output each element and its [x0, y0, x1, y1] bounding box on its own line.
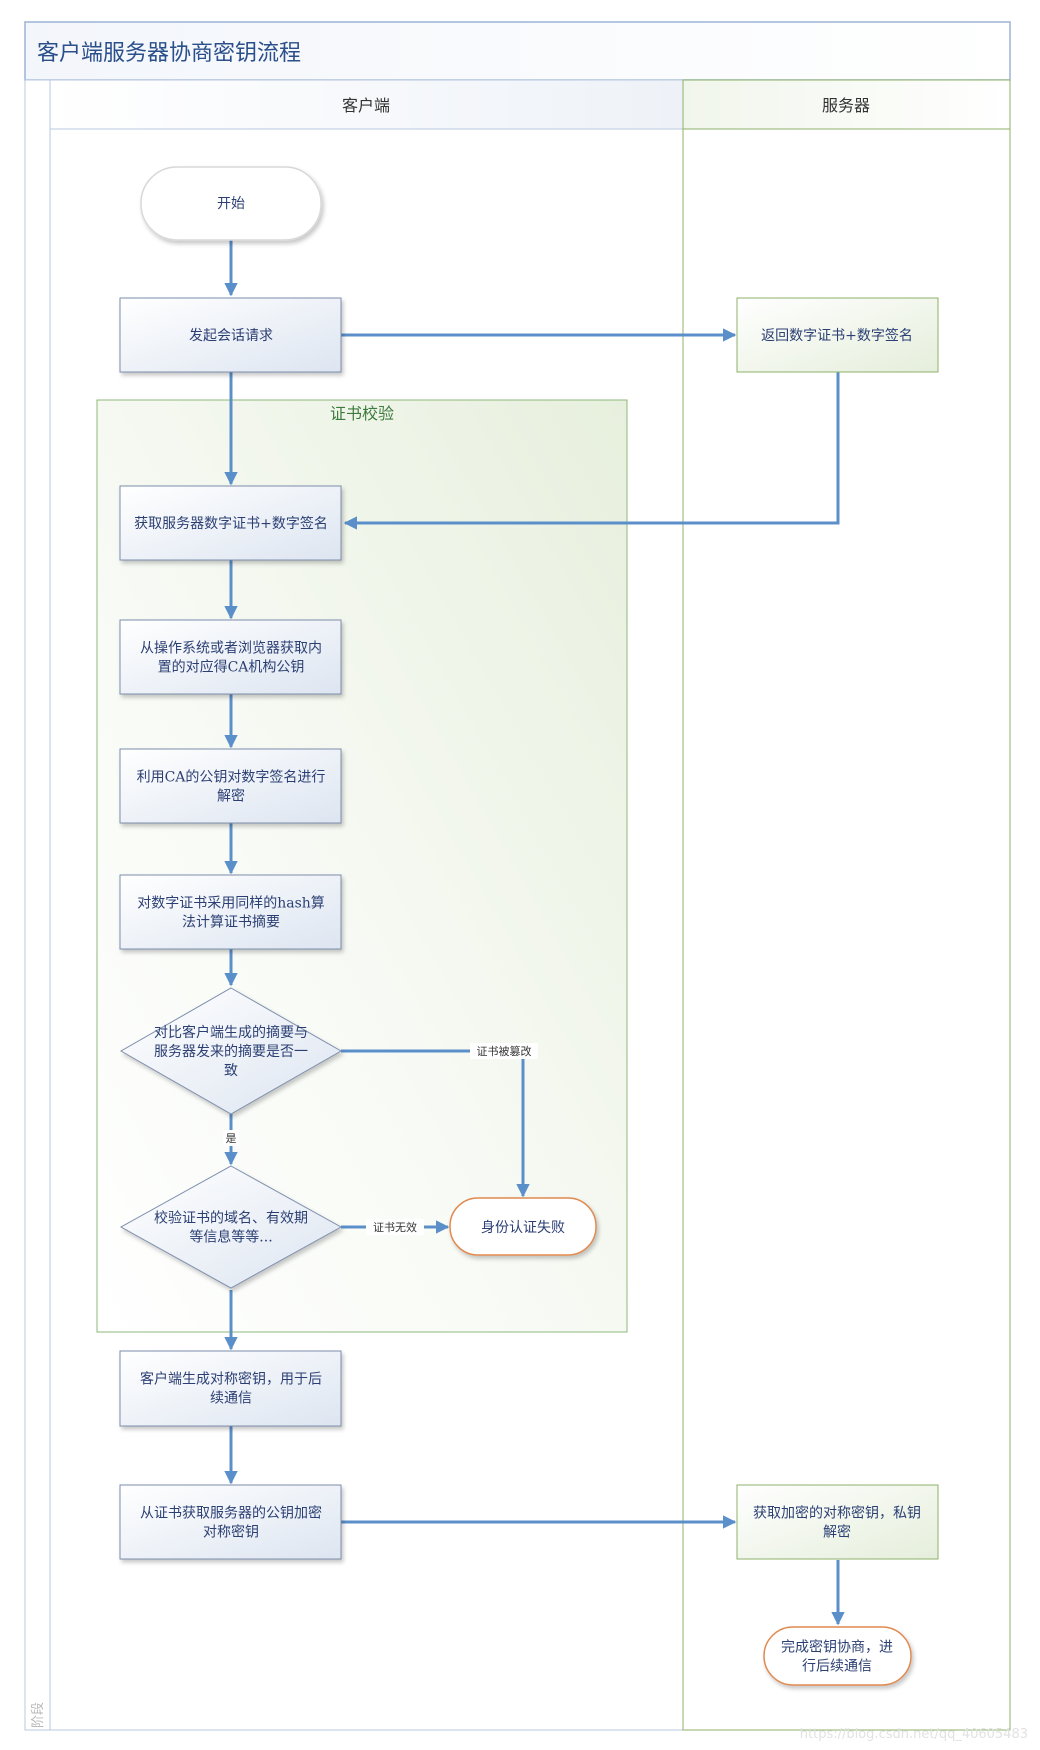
decision-compare-digest-text: 对比客户端生成的摘要与服务器发来的摘要是否一致	[154, 1024, 308, 1079]
node-text-line: 行后续通信	[802, 1658, 872, 1675]
node-text-line: 置的对应得CA机构公钥	[158, 659, 305, 676]
node-auth-fail: 身份认证失败	[449, 1197, 597, 1256]
stage-column: 阶段	[24, 79, 51, 1731]
watermark: https://blog.csdn.net/qq_40605483	[800, 1727, 1028, 1742]
server-lane-header: 服务器	[822, 96, 870, 115]
edges	[224, 240, 845, 1626]
client-lane-header: 客户端	[342, 96, 390, 115]
node-text-line: 对数字证书采用同样的hash算	[137, 896, 325, 912]
node-get-ca-key-text: 从操作系统或者浏览器获取内置的对应得CA机构公钥	[140, 641, 322, 676]
node-return-cert-text: 返回数字证书+数字签名	[761, 327, 913, 344]
node-text-line: 解密	[823, 1524, 851, 1541]
node-hash-digest: 对数字证书采用同样的hash算法计算证书摘要	[119, 874, 342, 950]
node-gen-sym-key: 客户端生成对称密钥，用于后续通信	[119, 1350, 342, 1427]
node-text-line: 从操作系统或者浏览器获取内	[140, 641, 322, 657]
label-tampered: 证书被篡改	[477, 1044, 532, 1058]
page-title: 客户端服务器协商密钥流程	[37, 41, 301, 66]
edge-labels: 证书被篡改 是 证书无效	[223, 1043, 538, 1235]
node-gen-sym-key-text: 客户端生成对称密钥，用于后续通信	[140, 1371, 322, 1407]
node-start-text: 开始	[217, 196, 245, 212]
cert-verify-group-label: 证书校验	[330, 404, 394, 423]
node-text-line: 获取服务器数字证书+数字签名	[134, 515, 328, 532]
node-text-line: 返回数字证书+数字签名	[761, 327, 913, 344]
decision-compare-digest: 对比客户端生成的摘要与服务器发来的摘要是否一致	[119, 987, 343, 1115]
edge-return-getcert	[343, 372, 840, 530]
label-invalid: 证书无效	[373, 1220, 417, 1234]
node-text-line: 利用CA的公钥对数字签名进行	[137, 769, 326, 786]
node-text-line: 法计算证书摘要	[182, 914, 280, 931]
node-encrypt-sym-key: 从证书获取服务器的公钥加密对称密钥	[119, 1484, 342, 1560]
node-decrypt-signature: 利用CA的公钥对数字签名进行解密	[119, 748, 342, 824]
node-text-line: 校验证书的域名、有效期	[154, 1210, 308, 1227]
node-server-decrypt-text: 获取加密的对称密钥，私钥解密	[753, 1505, 921, 1541]
node-server-decrypt: 获取加密的对称密钥，私钥解密	[736, 1484, 939, 1560]
node-get-ca-key: 从操作系统或者浏览器获取内置的对应得CA机构公钥	[119, 619, 342, 695]
node-text-line: 对比客户端生成的摘要与	[154, 1024, 308, 1041]
node-text-line: 发起会话请求	[189, 328, 273, 344]
decision-verify-info: 校验证书的域名、有效期等信息等等...	[119, 1165, 343, 1289]
decision-verify-info-text: 校验证书的域名、有效期等信息等等...	[154, 1210, 308, 1246]
node-text-line: 获取加密的对称密钥，私钥	[753, 1505, 921, 1522]
node-text-line: 服务器发来的摘要是否一	[154, 1043, 308, 1060]
node-text-line: 解密	[217, 788, 245, 805]
node-text-line: 等信息等等...	[189, 1229, 272, 1246]
node-text-line: 客户端生成对称密钥，用于后	[140, 1371, 322, 1388]
label-yes: 是	[226, 1132, 237, 1145]
node-return-cert: 返回数字证书+数字签名	[736, 297, 939, 373]
node-decrypt-signature-text: 利用CA的公钥对数字签名进行解密	[137, 769, 326, 805]
node-start: 开始	[140, 166, 322, 241]
node-get-cert: 获取服务器数字证书+数字签名	[119, 485, 342, 561]
node-initiate-session-text: 发起会话请求	[189, 328, 273, 344]
node-text-line: 续通信	[210, 1390, 252, 1407]
node-text-line: 开始	[217, 196, 245, 212]
node-hash-digest-text: 对数字证书采用同样的hash算法计算证书摘要	[137, 896, 325, 931]
node-auth-fail-text: 身份认证失败	[481, 1220, 565, 1236]
node-text-line: 对称密钥	[203, 1524, 259, 1541]
stage-label: 阶段	[31, 1702, 46, 1728]
node-done: 完成密钥协商，进行后续通信	[763, 1626, 912, 1686]
node-done-text: 完成密钥协商，进行后续通信	[781, 1639, 893, 1675]
node-encrypt-sym-key-text: 从证书获取服务器的公钥加密对称密钥	[140, 1505, 322, 1541]
title-bar: 客户端服务器协商密钥流程	[24, 21, 1011, 81]
node-text-line: 身份认证失败	[481, 1220, 565, 1236]
node-text-line: 致	[224, 1063, 238, 1079]
node-text-line: 完成密钥协商，进	[781, 1639, 893, 1656]
node-initiate-session: 发起会话请求	[119, 297, 342, 373]
node-text-line: 从证书获取服务器的公钥加密	[140, 1505, 322, 1522]
node-get-cert-text: 获取服务器数字证书+数字签名	[134, 515, 328, 532]
